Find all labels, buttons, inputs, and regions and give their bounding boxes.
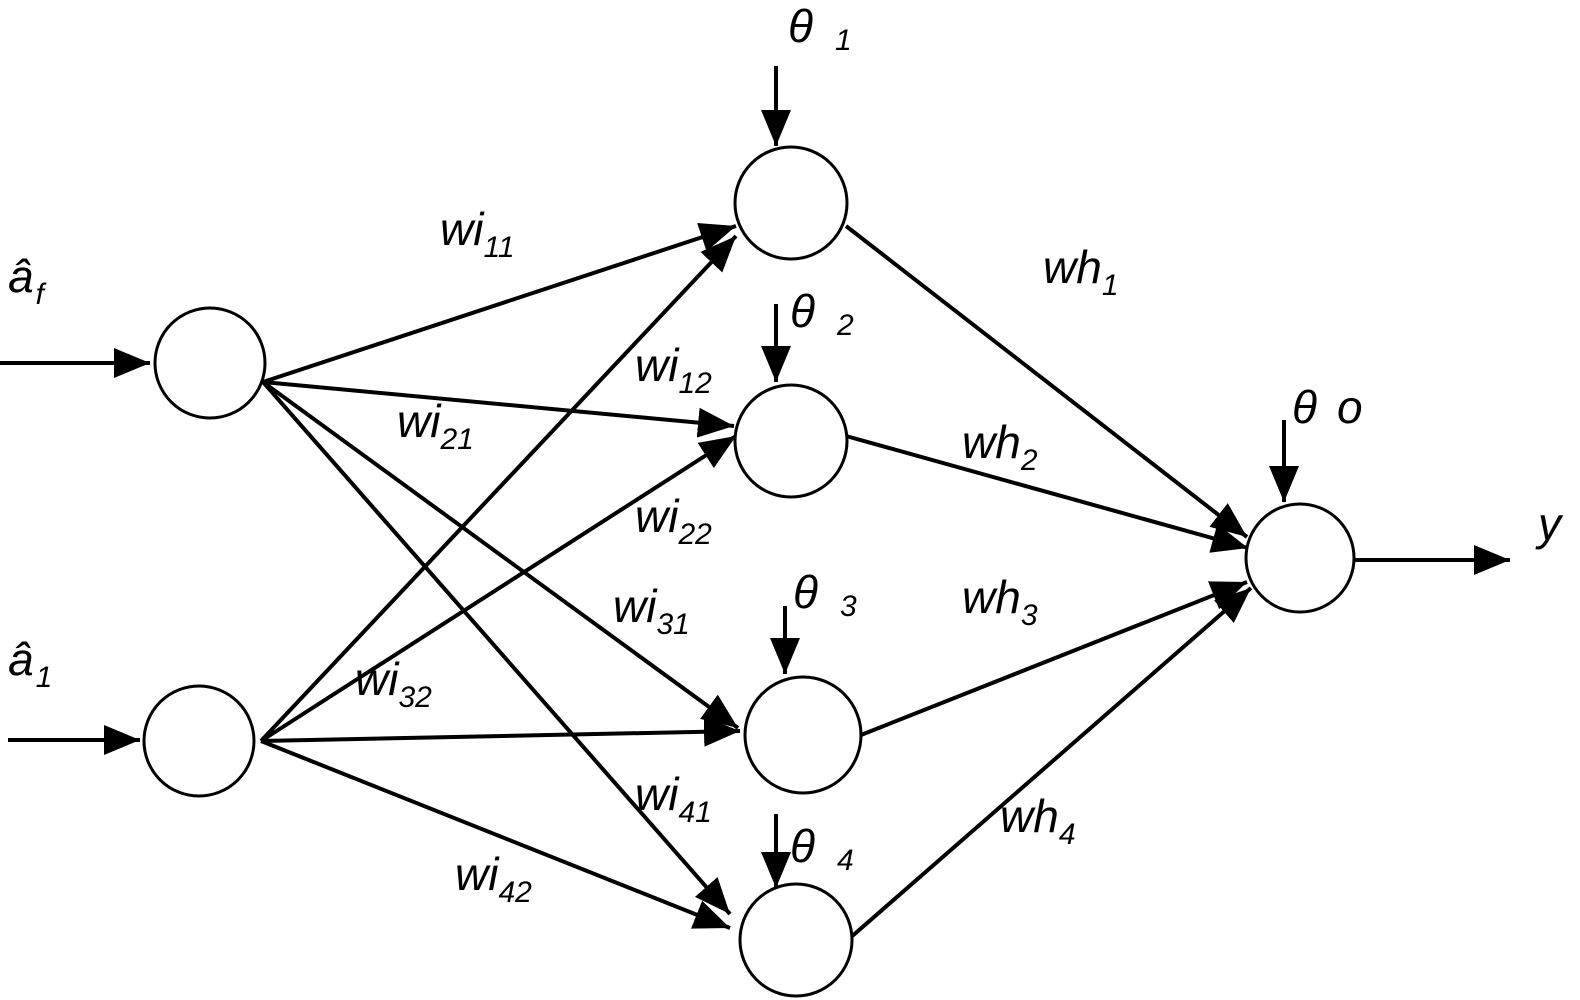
label-wi32-sub: 32 — [398, 681, 432, 714]
label-wh2: wh2 — [962, 416, 1038, 477]
label-wi21-base: wi — [397, 395, 442, 447]
edge-wi12 — [259, 234, 738, 743]
label-wh4-base: wh — [1000, 790, 1059, 842]
label-theta-o-index: o — [1337, 381, 1363, 433]
edge-wh1 — [844, 224, 1249, 539]
label-wh2-base: wh — [962, 416, 1021, 468]
label-output-y: y — [1535, 498, 1564, 550]
label-theta-3-index: 3 — [840, 590, 857, 623]
label-wi12: wi12 — [635, 339, 712, 400]
hidden-node-1 — [733, 145, 849, 261]
input-node-a1 — [142, 684, 256, 798]
edge-wh4 — [848, 586, 1253, 940]
input-node-af — [153, 306, 267, 420]
edge-wi32 — [260, 716, 741, 747]
edge-wi31 — [261, 380, 740, 730]
label-input-af-sub: f — [36, 278, 47, 311]
label-wh1-sub: 1 — [1102, 269, 1119, 302]
label-input-af-base: â — [8, 250, 34, 302]
label-wi42-base: wi — [455, 848, 500, 900]
label-wh1: wh1 — [1043, 241, 1119, 302]
label-theta-4-symbol: θ — [790, 820, 815, 872]
edge-wh3 — [860, 580, 1248, 737]
label-theta-4-index: 4 — [837, 844, 854, 877]
edge-wi42 — [260, 739, 731, 930]
label-wi12-base: wi — [635, 339, 680, 391]
label-input-a1-sub: 1 — [36, 661, 53, 694]
label-wi31-sub: 31 — [656, 608, 689, 641]
label-wh4-sub: 4 — [1059, 818, 1076, 851]
label-wi31: wi31 — [613, 580, 690, 641]
label-theta-1-symbol: θ — [788, 0, 813, 52]
edge-wi11 — [262, 223, 737, 384]
hidden-node-2 — [733, 383, 849, 499]
label-wi42-sub: 42 — [498, 876, 532, 909]
label-wh3-sub: 3 — [1021, 599, 1038, 632]
label-theta-2-symbol: θ — [790, 285, 815, 337]
edge-wi41 — [261, 380, 732, 916]
label-wi11: wi11 — [440, 203, 515, 264]
label-wi32-base: wi — [355, 653, 400, 705]
label-wi22: wi22 — [635, 490, 712, 551]
label-wi32: wi32 — [355, 653, 432, 714]
label-wi31-base: wi — [613, 580, 658, 632]
label-input-a1: â1 — [8, 633, 52, 694]
label-wi41-base: wi — [635, 768, 680, 820]
label-wh4: wh4 — [1000, 790, 1076, 851]
label-theta-1-index: 1 — [835, 24, 852, 57]
label-wh3: wh3 — [962, 571, 1038, 632]
label-wi41: wi41 — [635, 768, 712, 829]
label-wh1-base: wh — [1043, 241, 1102, 293]
label-wi22-base: wi — [635, 490, 680, 542]
label-wi12-sub: 12 — [678, 367, 712, 400]
label-wi22-sub: 22 — [677, 518, 712, 551]
edge-wh2 — [845, 434, 1249, 553]
label-input-a1-base: â — [8, 633, 34, 685]
label-wi21: wi21 — [397, 395, 474, 456]
label-wi21-sub: 21 — [439, 423, 473, 456]
edge-wi21 — [262, 380, 735, 438]
label-wi41-sub: 41 — [678, 796, 711, 829]
output-node — [1244, 502, 1356, 614]
label-wh3-base: wh — [962, 571, 1021, 623]
edge-wi22 — [259, 434, 738, 743]
label-wi11-sub: 11 — [483, 231, 514, 264]
label-theta-3-symbol: θ — [793, 566, 818, 618]
label-theta-2-index: 2 — [836, 309, 854, 342]
label-wi11-base: wi — [440, 203, 485, 255]
hidden-node-3 — [743, 675, 863, 795]
label-input-af: âf — [8, 250, 47, 311]
label-wh2-sub: 2 — [1020, 444, 1038, 477]
hidden-node-4 — [738, 882, 854, 998]
label-wi42: wi42 — [455, 848, 532, 909]
label-theta-o-symbol: θ — [1292, 381, 1317, 433]
